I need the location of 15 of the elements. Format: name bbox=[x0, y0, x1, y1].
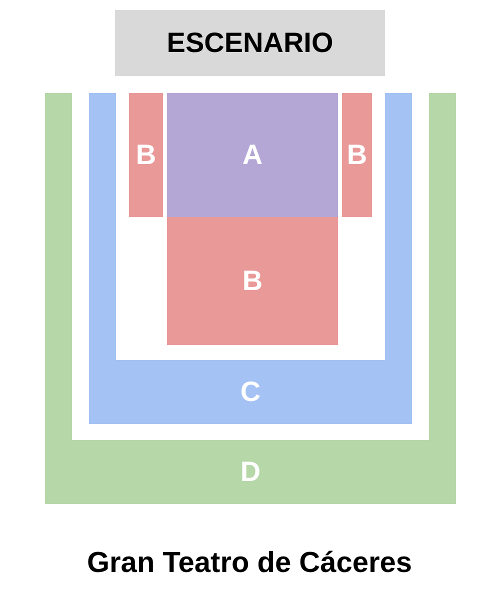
section-label: C bbox=[240, 376, 261, 408]
section-label: B bbox=[136, 139, 156, 171]
seating-section bbox=[45, 93, 456, 504]
seating-section bbox=[342, 93, 372, 217]
section-label: B bbox=[346, 139, 368, 171]
seating-section bbox=[167, 93, 338, 217]
stage-area bbox=[115, 10, 385, 76]
seating-section bbox=[167, 217, 338, 345]
section-label: B bbox=[242, 265, 263, 297]
caption: Gran Teatro de Cáceres bbox=[86, 547, 412, 579]
seating-section bbox=[129, 93, 163, 217]
section-label: ESCENARIO bbox=[166, 27, 334, 59]
section-label: D bbox=[240, 456, 261, 488]
section-label: A bbox=[242, 139, 263, 171]
seating-section bbox=[89, 93, 412, 424]
